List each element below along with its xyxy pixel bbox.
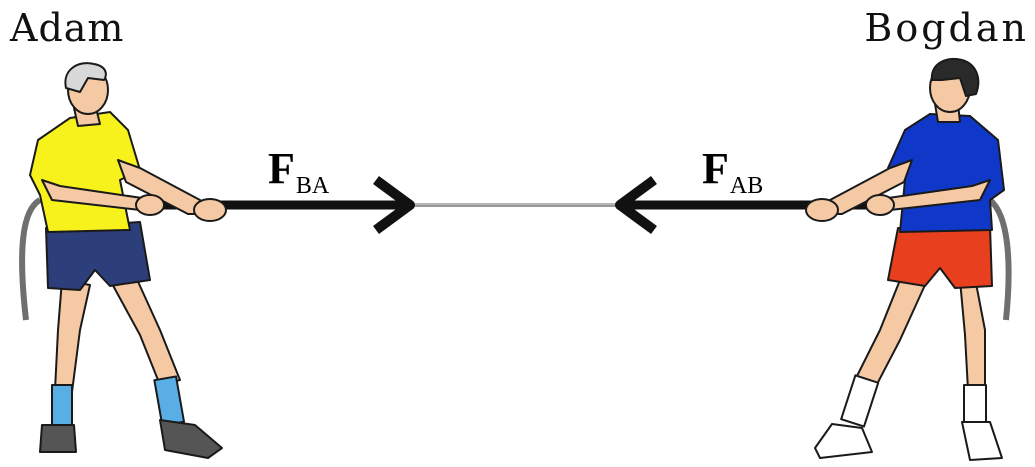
bogdan-hand-front [805, 198, 839, 222]
bogdan-hair [930, 58, 980, 97]
adam-hand-back [135, 194, 165, 216]
force-label-ba: FBA [268, 143, 329, 199]
adam-shorts [45, 221, 151, 291]
bogdan-leg-front [854, 279, 926, 389]
adam-shoe-back [39, 424, 77, 453]
adam-sock-back [51, 384, 73, 426]
person-name-adam: Adam [10, 6, 125, 50]
adam-hand-front [193, 198, 227, 222]
force-symbol: F [702, 144, 729, 193]
adam-sock-front [153, 375, 186, 427]
adam-leg-back [54, 279, 91, 393]
force-subscript: AB [729, 173, 764, 199]
bogdan-shoe-front [814, 423, 873, 459]
person-adam [19, 62, 227, 459]
bogdan-shoe-back [961, 421, 1003, 461]
bogdan-leg-back [959, 277, 986, 391]
bogdan-hand-back [865, 194, 895, 216]
force-label-ab: FAB [702, 143, 763, 199]
force-subscript: BA [295, 173, 330, 199]
person-bogdan [805, 58, 1012, 461]
rope-tail-right [987, 197, 1012, 321]
force-symbol: F [268, 144, 295, 193]
person-name-bogdan: Bogdan [864, 6, 1029, 50]
bogdan-sock-back [963, 384, 987, 426]
rope-tail-left [19, 197, 42, 321]
adam-hair [64, 62, 107, 93]
adam-shoe-front [159, 419, 223, 459]
bogdan-shorts [887, 225, 993, 289]
bogdan-sock-front [840, 374, 880, 428]
adam-leg-front [109, 274, 181, 386]
